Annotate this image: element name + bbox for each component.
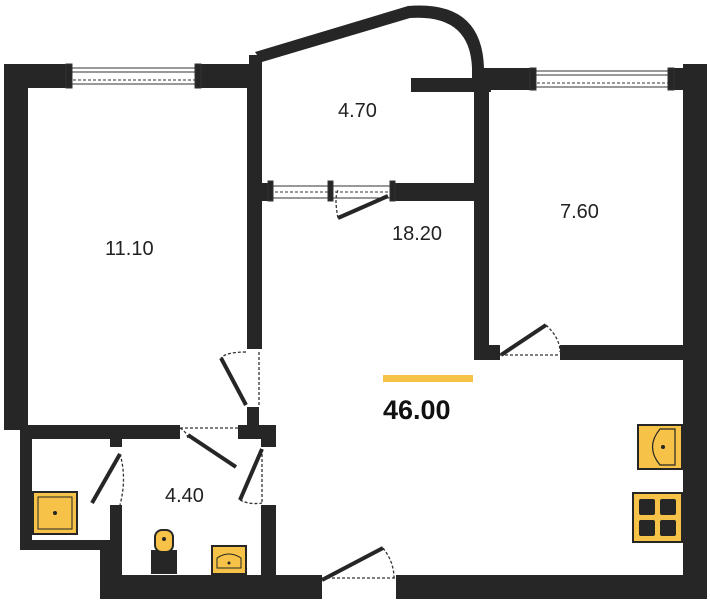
bathroom-right-wall-bottom: [261, 505, 276, 580]
door-bathroom-top: [179, 427, 238, 469]
right-bedroom-bottom-wall-right: [560, 345, 700, 360]
outer-left-lower-wall: [20, 425, 32, 545]
washbasin-icon: [211, 545, 247, 575]
storage-partition-top: [110, 435, 122, 447]
total-area-accent-bar: [383, 375, 473, 382]
window-left-bedroom: [65, 63, 202, 89]
bottom-left-wall: [20, 540, 110, 550]
balcony-bottom-wall-left: [249, 183, 270, 201]
walls: [4, 55, 707, 599]
door-storage: [90, 453, 125, 506]
area-label-living: 18.20: [392, 223, 442, 245]
balcony-stub-wall: [411, 78, 491, 92]
total-area-label: 46.00: [383, 395, 451, 425]
door-right-bedroom: [499, 323, 561, 357]
door-bathroom-side: [238, 448, 264, 505]
storage-partition-bottom: [110, 505, 122, 550]
door-balcony: [335, 189, 389, 220]
top-left-wall-a: [4, 64, 68, 88]
shower-tray-icon: [32, 491, 78, 535]
bath-top-wall-left: [20, 425, 180, 439]
area-label-balcony: 4.70: [338, 100, 377, 122]
top-right-wall-b: [672, 68, 707, 90]
window-right-bedroom: [529, 67, 675, 91]
window-balcony-door: [267, 180, 396, 202]
area-label-bathroom: 4.40: [165, 485, 204, 507]
windows: [65, 63, 675, 202]
outer-bottom-wall-left: [100, 575, 322, 599]
outer-right-wall: [683, 64, 707, 599]
balcony-left-wall: [249, 55, 262, 202]
right-bedroom-bottom-wall-left: [474, 345, 500, 360]
toilet-icon: [151, 529, 177, 574]
area-label-right-bedroom: 7.60: [560, 201, 599, 223]
balcony-bottom-wall-right: [393, 183, 489, 201]
stove-icon: [632, 492, 683, 543]
outer-left-wall: [4, 64, 28, 430]
area-label-left-bedroom: 11.10: [105, 238, 154, 260]
right-bedroom-partition: [474, 78, 489, 360]
door-left-bedroom: [219, 351, 260, 407]
outer-bottom-wall-right: [396, 575, 706, 599]
door-entrance: [321, 546, 396, 582]
bathroom-right-wall-top: [261, 425, 276, 447]
doors: [90, 189, 561, 582]
kitchen-sink-icon: [637, 424, 683, 470]
balcony-curved-wall: [255, 5, 484, 91]
